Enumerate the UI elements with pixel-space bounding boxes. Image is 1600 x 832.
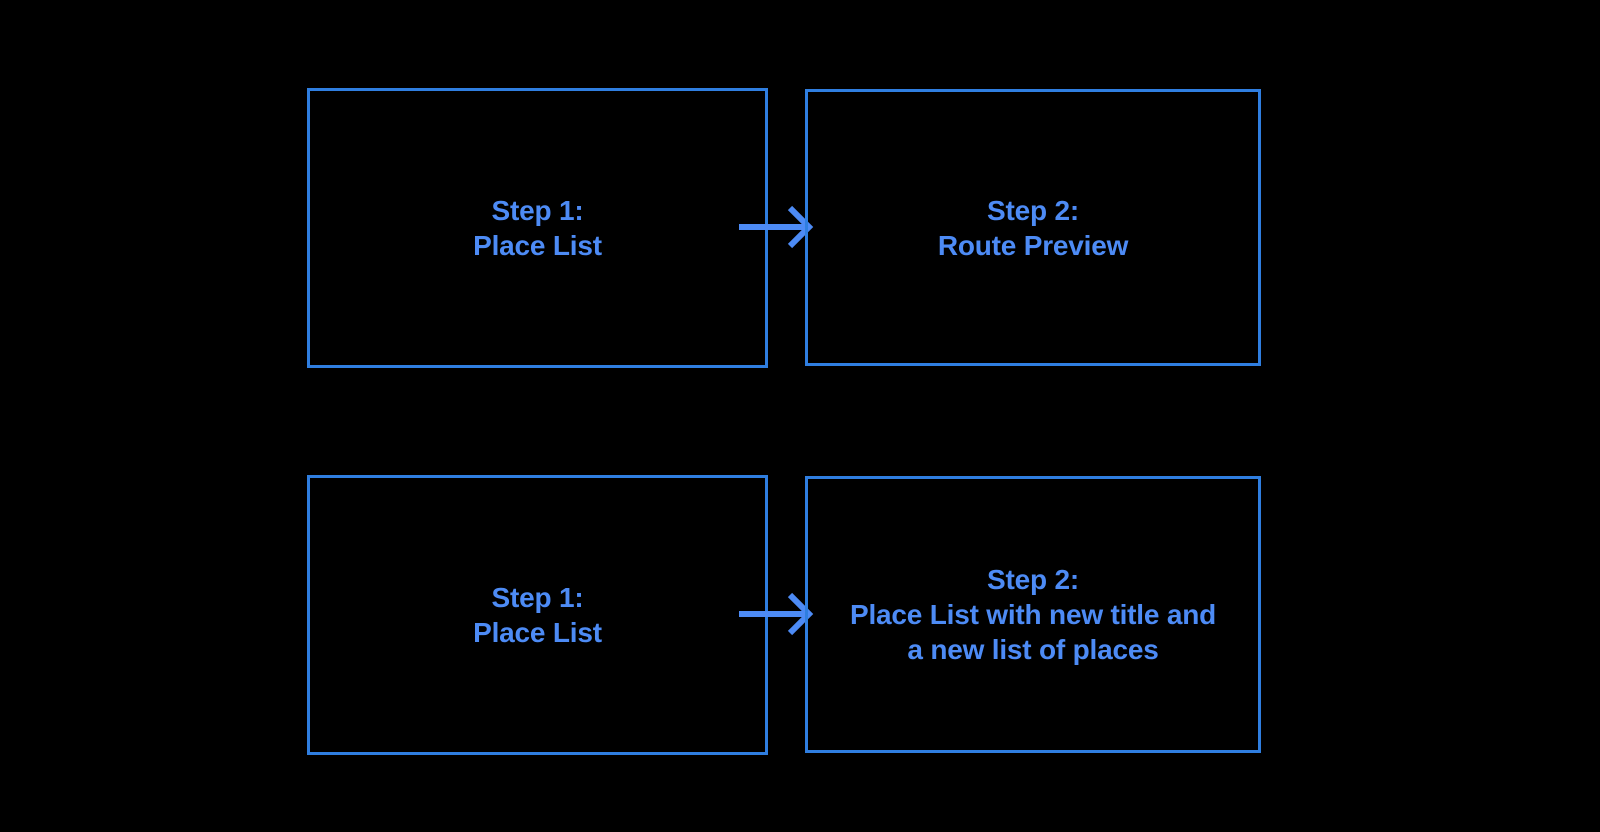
step-box-label: Step 1: Place List [473,195,602,261]
step-box-row1-right[interactable]: Step 2: Place List with new title and a … [805,476,1261,753]
step-box-row0-left[interactable]: Step 1: Place List [307,88,768,368]
flow-row-place-list-update: Step 1: Place List Step 2: Place List wi… [0,472,1600,772]
step-box-label: Step 2: Route Preview [937,194,1129,261]
step-box-row1-left[interactable]: Step 1: Place List [307,475,768,755]
step-box-label: Step 2: Place List with new title and a … [849,564,1217,665]
step-box-label: Step 1: Place List [473,582,602,648]
flow-row-route-preview: Step 1: Place List Step 2: Route Preview [0,85,1600,385]
step-box-row0-right[interactable]: Step 2: Route Preview [805,89,1261,366]
